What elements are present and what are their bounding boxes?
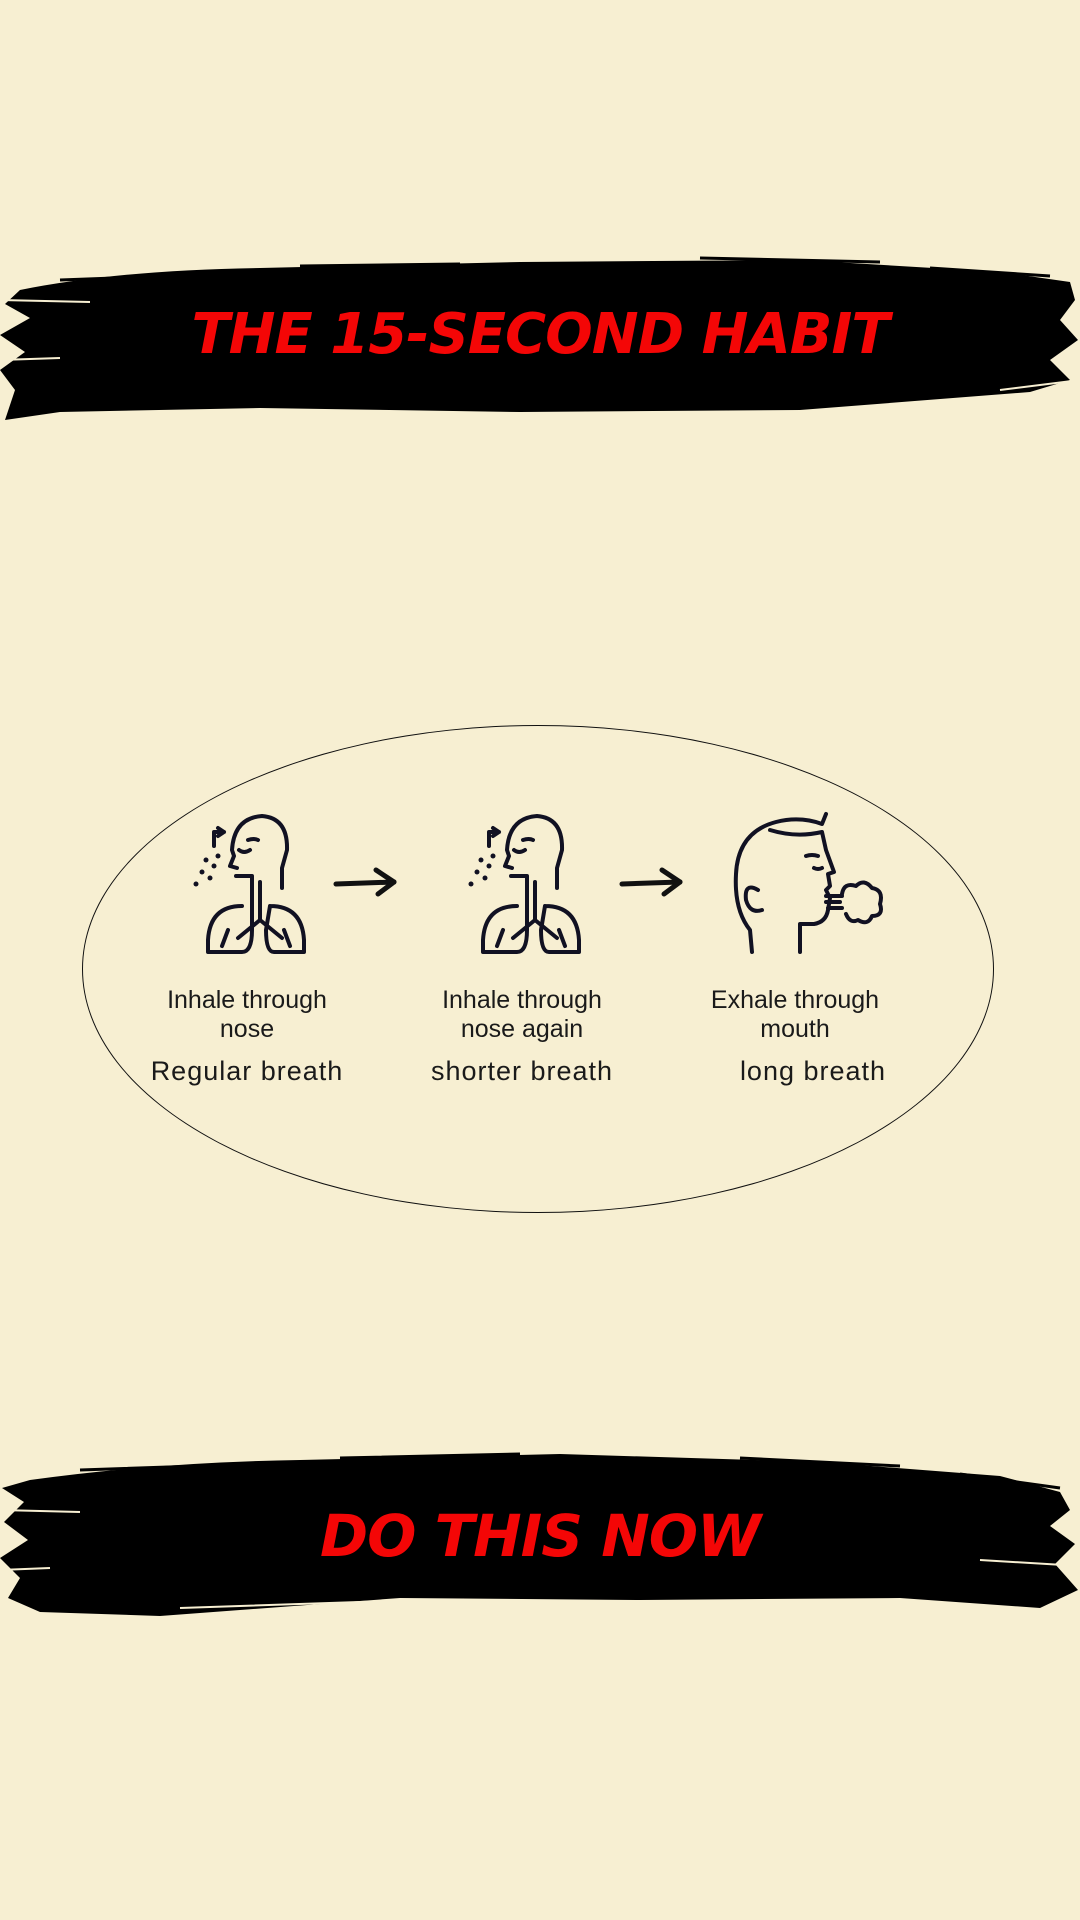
inhale-lungs-icon [193,814,306,954]
step-3-sub: long breath [739,1056,887,1086]
steps-oval [82,725,994,1213]
step-2-sub: shorter breath [430,1056,614,1086]
arrow-right-icon [619,867,683,897]
step-1-sub: Regular breath [150,1056,344,1086]
inhale-lungs-icon [468,814,581,954]
cta-text: DO THIS NOW [319,1502,761,1570]
step-3: Exhale through mouth long breath [665,810,925,1090]
title-banner: THE 15-SECOND HABIT [0,240,1080,430]
cta-banner: DO THIS NOW [0,1440,1080,1630]
brush-stroke [0,1452,1080,1616]
page-title: THE 15-SECOND HABIT [191,302,889,367]
step-1-label: Inhale through nose [167,986,327,1043]
step-1: Inhale through nose Regular breath [117,810,377,1090]
step-2-label: Inhale through nose again [442,986,602,1043]
step-3-label: Exhale through mouth [710,986,880,1043]
brush-stroke [0,256,1080,420]
exhale-face-icon [733,812,883,954]
arrow-right-icon [333,867,397,897]
step-2: Inhale through nose again shorter breath [392,810,652,1090]
